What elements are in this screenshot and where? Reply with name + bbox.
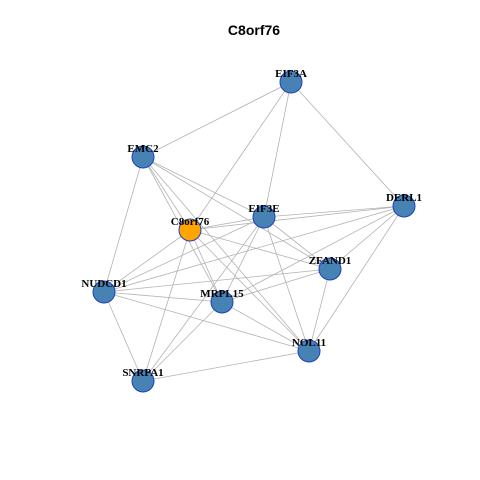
node-c8orf76 (178, 218, 202, 242)
edge-mrpl15-nol11 (221, 301, 310, 352)
node-label-mrpl15: MRPL15 (200, 288, 244, 300)
node-label-eif3e: EIF3E (248, 203, 279, 215)
edge-derl1-nol11 (308, 205, 405, 352)
node-label-derl1: DERL1 (386, 192, 422, 204)
edge-nudcd1-mrpl15 (103, 291, 223, 303)
node-eif3e (252, 205, 276, 229)
node-label-snrpa1: SNRPA1 (122, 367, 163, 379)
edge-snrpa1-nol11 (142, 350, 310, 382)
edge-nudcd1-nol11 (103, 291, 310, 352)
edge-c8orf76-derl1 (189, 205, 405, 231)
edge-c8orf76-zfand1 (189, 229, 331, 270)
edge-mrpl15-snrpa1 (142, 301, 223, 382)
edge-c8orf76-eif3e (189, 216, 265, 231)
edge-zfand1-nol11 (308, 268, 331, 352)
edges-layer (103, 81, 405, 382)
node-label-emc2: EMC2 (127, 143, 159, 155)
edge-emc2-nudcd1 (103, 156, 144, 293)
node-nol11 (297, 339, 321, 363)
edge-eif3e-derl1 (263, 205, 405, 218)
node-label-zfand1: ZFAND1 (309, 255, 352, 267)
edge-derl1-nudcd1 (103, 205, 405, 293)
edge-emc2-nol11 (142, 156, 310, 352)
edge-eif3e-mrpl15 (221, 216, 265, 303)
node-zfand1 (318, 257, 342, 281)
edge-emc2-zfand1 (142, 156, 331, 270)
node-mrpl15 (210, 290, 234, 314)
edge-c8orf76-mrpl15 (189, 229, 223, 303)
node-derl1 (392, 194, 416, 218)
edge-zfand1-mrpl15 (221, 268, 331, 303)
node-label-nudcd1: NUDCD1 (81, 278, 126, 290)
node-label-c8orf76: C8orf76 (171, 216, 210, 228)
edge-emc2-eif3e (142, 156, 265, 218)
graph-title: C8orf76 (228, 22, 280, 38)
node-label-nol11: NOL11 (292, 337, 326, 349)
edge-eif3e-snrpa1 (142, 216, 265, 382)
edge-eif3a-c8orf76 (189, 81, 292, 231)
node-nudcd1 (92, 280, 116, 304)
edge-eif3a-emc2 (142, 81, 292, 158)
edge-c8orf76-nudcd1 (103, 229, 191, 293)
edge-c8orf76-nol11 (189, 229, 310, 352)
edge-zfand1-nudcd1 (103, 268, 331, 293)
edge-eif3e-zfand1 (263, 216, 331, 270)
edge-eif3a-eif3e (263, 81, 292, 218)
edge-eif3e-nol11 (263, 216, 310, 352)
node-snrpa1 (131, 369, 155, 393)
nodes-layer (92, 70, 416, 393)
edge-derl1-zfand1 (329, 205, 405, 270)
edge-derl1-mrpl15 (221, 205, 405, 303)
edge-emc2-c8orf76 (142, 156, 191, 231)
edge-nudcd1-snrpa1 (103, 291, 144, 382)
node-eif3a (279, 70, 303, 94)
edge-eif3e-nudcd1 (103, 216, 265, 293)
node-label-eif3a: EIF3A (275, 68, 307, 80)
edge-eif3a-derl1 (290, 81, 405, 207)
node-emc2 (131, 145, 155, 169)
